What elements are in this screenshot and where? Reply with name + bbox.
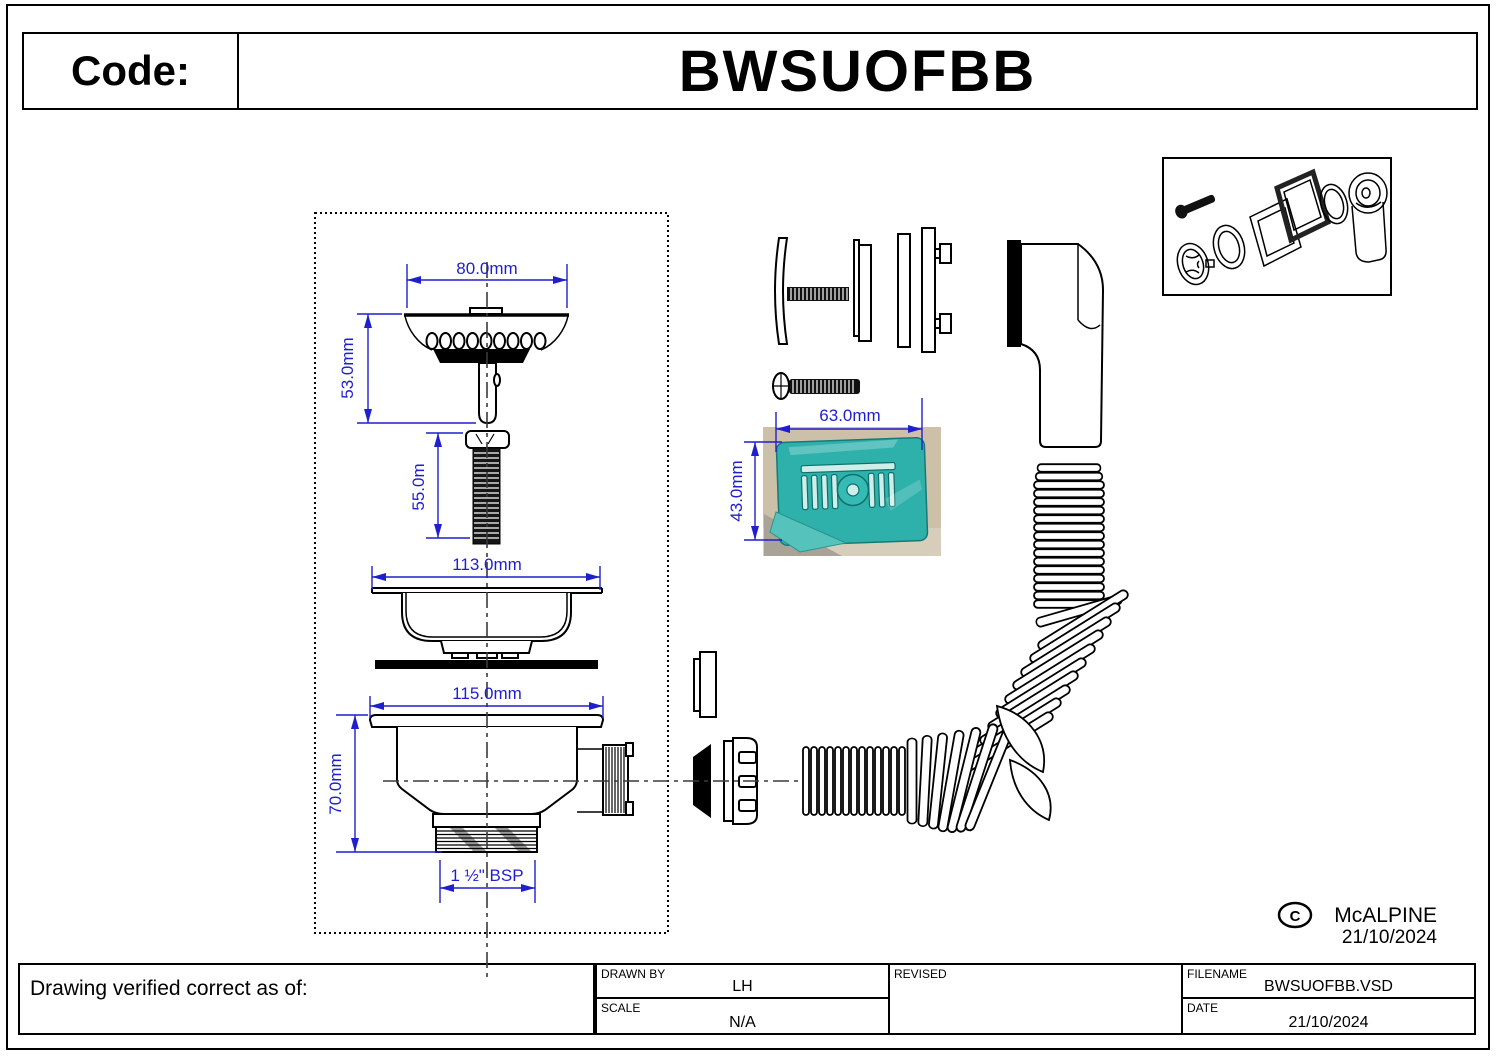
title-block: Code: BWSUOFBB xyxy=(22,32,1478,110)
revised-label: REVISED xyxy=(894,967,947,981)
cell-revised: REVISED xyxy=(888,965,1181,1033)
filename-label: FILENAME xyxy=(1187,967,1248,981)
cell-date: DATE 21/10/2024 xyxy=(1183,999,1474,1033)
verified-label: Drawing verified correct as of: xyxy=(30,977,308,1000)
cell-drawn-by: DRAWN BY LH xyxy=(597,965,888,999)
cell-scale: SCALE N/A xyxy=(597,999,888,1033)
scale-label: SCALE xyxy=(601,1001,641,1015)
date-label: DATE xyxy=(1187,1001,1219,1015)
scale-value: N/A xyxy=(729,1014,756,1031)
drawn-by-label: DRAWN BY xyxy=(601,967,666,981)
code-label: Code: xyxy=(24,34,239,108)
filename-value: BWSUOFBB.VSD xyxy=(1264,978,1393,995)
cell-filename: FILENAME BWSUOFBB.VSD xyxy=(1183,965,1474,999)
info-table: DRAWN BY LH SCALE N/A REVISED FILENAME B… xyxy=(595,963,1476,1035)
product-code: BWSUOFBB xyxy=(678,38,1037,104)
drawn-by-value: LH xyxy=(732,978,753,995)
verified-box: Drawing verified correct as of: xyxy=(18,963,595,1035)
sheet-border xyxy=(6,4,1490,1050)
date-value: 21/10/2024 xyxy=(1288,1014,1369,1031)
info-col-drawnby-scale: DRAWN BY LH SCALE N/A xyxy=(597,965,888,1033)
info-col-filename-date: FILENAME BWSUOFBB.VSD DATE 21/10/2024 xyxy=(1181,965,1474,1033)
